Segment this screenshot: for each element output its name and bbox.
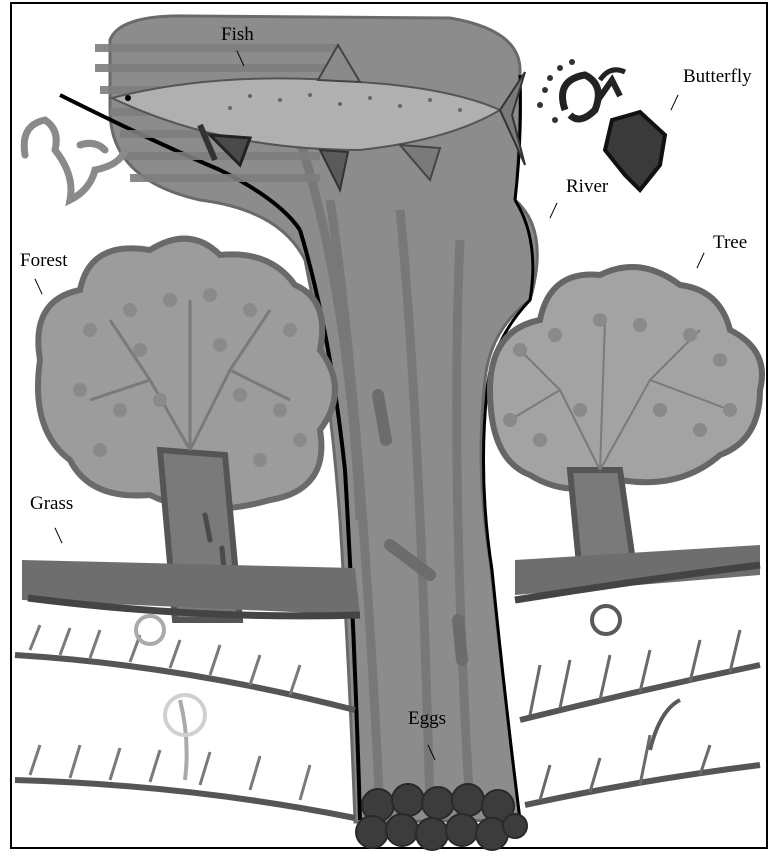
grass-left [15,560,360,818]
eggs-cluster [356,784,527,850]
label-eggs: Eggs [408,708,446,730]
label-river: River [566,176,608,198]
label-butterfly: Butterfly [683,66,752,88]
label-forest: Forest [20,250,68,272]
butterfly [537,59,665,190]
tree [490,267,762,575]
grass-right [515,545,760,805]
label-tree: Tree [713,232,747,254]
butterfly-sketch [24,120,125,200]
label-fish: Fish [221,24,254,46]
label-grass: Grass [30,493,73,515]
